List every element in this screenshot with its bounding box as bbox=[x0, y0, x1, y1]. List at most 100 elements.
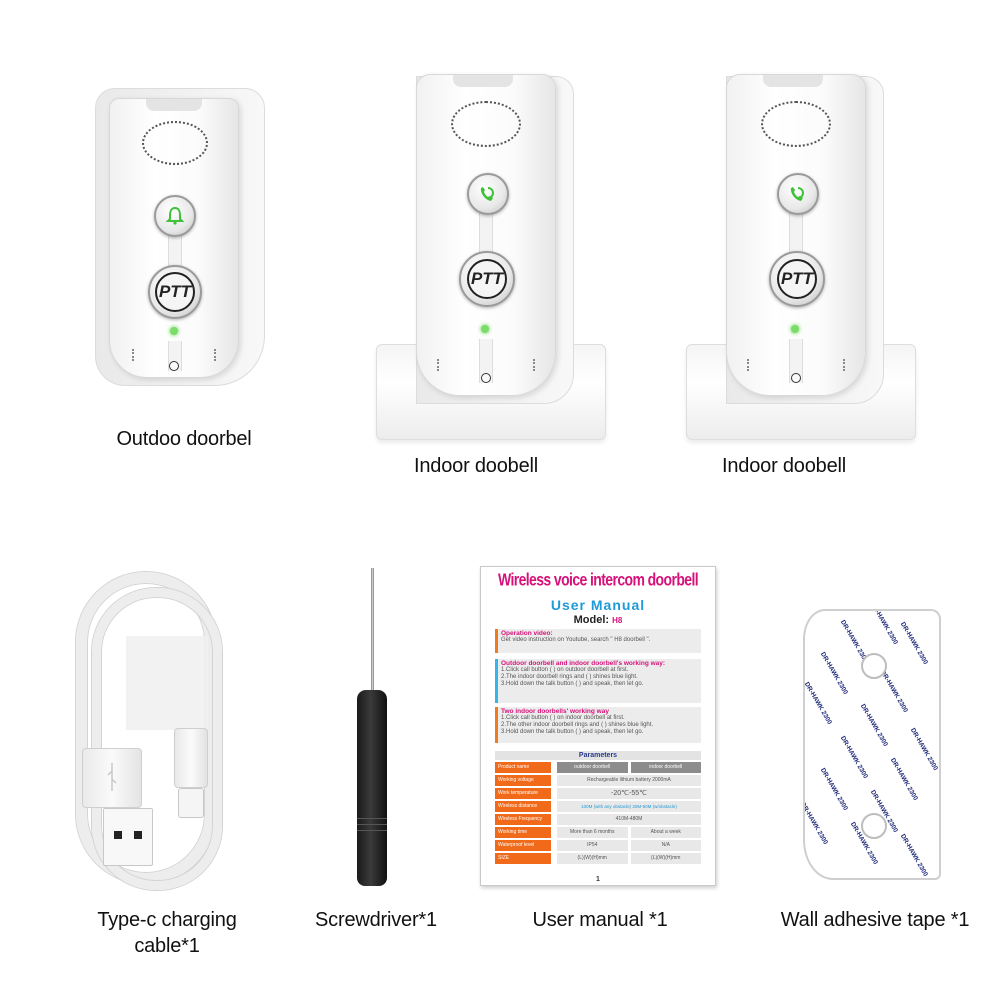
usb-a-connector bbox=[82, 748, 142, 808]
vent-dots bbox=[533, 359, 537, 371]
manual-section-indoor: Two indoor doorbells' working way 1.Clic… bbox=[495, 707, 701, 743]
param-key: Waterproof level bbox=[495, 840, 551, 851]
usb-hole bbox=[134, 831, 142, 839]
manual-section-video: Operation video: Get video instruction o… bbox=[495, 629, 701, 653]
label-line-2: cable*1 bbox=[134, 935, 200, 957]
param-value: 100M (with any obstacle) 20M-50M (w/obst… bbox=[557, 801, 701, 812]
manual-section-outdoor: Outdoor doorbell and indoor doorbell's w… bbox=[495, 659, 701, 703]
screwdriver-shaft bbox=[371, 568, 374, 696]
indoor-doorbell-2: PTT bbox=[686, 72, 916, 442]
cable-coil-inner bbox=[92, 588, 222, 890]
type-c-connector bbox=[174, 728, 208, 788]
tape-hole-top bbox=[861, 653, 887, 679]
param-key: SIZE bbox=[495, 853, 551, 864]
call-button[interactable] bbox=[467, 173, 509, 215]
label-line-1: Type-c charging bbox=[97, 909, 237, 931]
vent-dots bbox=[437, 359, 441, 371]
param-value: About a week bbox=[630, 827, 701, 838]
section-line: 2.The other indoor doorbell rings and ( … bbox=[501, 722, 654, 728]
label-user-manual: User manual *1 bbox=[532, 909, 668, 931]
tape-print: DR-HAWK 2300 bbox=[888, 757, 919, 802]
vent-dots bbox=[214, 349, 218, 361]
screwdriver-handle bbox=[357, 690, 387, 886]
section-heading: Two indoor doorbells' working way bbox=[501, 708, 609, 715]
call-button[interactable] bbox=[777, 173, 819, 215]
bell-icon bbox=[165, 206, 185, 225]
parameters-title: Parameters bbox=[495, 751, 701, 760]
usb-a-plug bbox=[103, 808, 153, 866]
vent-dots bbox=[747, 359, 751, 371]
param-value: N/A bbox=[630, 840, 701, 851]
grip-line bbox=[357, 824, 387, 825]
button-neck bbox=[789, 207, 803, 255]
tape-print: DR-HAWK 2300 bbox=[898, 621, 929, 666]
param-value: (L)(W)(H)mm bbox=[557, 853, 628, 864]
vent-dots bbox=[132, 349, 136, 361]
param-value: outdoor doorbell bbox=[557, 762, 628, 773]
label-indoor-doorbell-1: Indoor doobell bbox=[414, 455, 538, 477]
speaker-grill bbox=[142, 121, 208, 165]
usb-hole bbox=[114, 831, 122, 839]
param-key: Wireless distance bbox=[495, 801, 551, 812]
ptt-label: PTT bbox=[777, 259, 817, 299]
label-outdoor-doorbell: Outdoo doorbel bbox=[116, 428, 252, 450]
indoor-doorbell-face: PTT bbox=[726, 74, 866, 396]
cable-label-sleeve bbox=[126, 636, 208, 730]
grip-line bbox=[357, 818, 387, 819]
tape-print: DR-HAWK 2300 bbox=[818, 651, 849, 696]
tape-print: DR-HAWK 2300 bbox=[908, 727, 939, 772]
indoor-doorbell-1: PTT bbox=[376, 72, 606, 442]
section-heading: Operation video: bbox=[501, 630, 553, 637]
bell-button[interactable] bbox=[154, 195, 196, 237]
tape-print: DR-HAWK 2300 bbox=[878, 669, 909, 714]
ptt-button[interactable]: PTT bbox=[459, 251, 515, 307]
tape-print: DR-HAWK 2300 bbox=[898, 833, 929, 878]
status-led bbox=[791, 325, 799, 333]
outdoor-doorbell-face: PTT bbox=[109, 98, 239, 378]
label-screwdriver: Screwdriver*1 bbox=[315, 909, 437, 931]
param-key: Working voltage bbox=[495, 775, 551, 786]
tape-print: DR-HAWK 2300 bbox=[858, 703, 889, 748]
param-value: IP54 bbox=[557, 840, 628, 851]
ptt-label: PTT bbox=[155, 272, 195, 312]
section-line: 3.Hold down the talk button ( ) and spea… bbox=[501, 681, 644, 687]
charge-strip bbox=[479, 339, 493, 383]
ptt-label: PTT bbox=[467, 259, 507, 299]
param-value: -20℃-55℃ bbox=[557, 788, 701, 799]
speaker-grill bbox=[761, 101, 831, 147]
param-value: 410M-480M bbox=[557, 814, 701, 825]
adhesive-tape: DR-HAWK 2300 DR-HAWK 2300 DR-HAWK 2300 D… bbox=[803, 609, 941, 880]
tape-print: DR-HAWK 2300 bbox=[868, 609, 899, 646]
status-led bbox=[481, 325, 489, 333]
label-indoor-doorbell-2: Indoor doobell bbox=[722, 455, 846, 477]
ptt-button[interactable]: PTT bbox=[769, 251, 825, 307]
indoor-doorbell-face: PTT bbox=[416, 74, 556, 396]
mic-slot bbox=[146, 99, 202, 111]
tape-hole-bottom bbox=[861, 813, 887, 839]
label-type-c-cable: Type-c charging cable*1 bbox=[72, 907, 262, 959]
tape-print: DR-HAWK 2300 bbox=[838, 735, 869, 780]
param-value: Rechargeable lithium battery 2000mA bbox=[557, 775, 701, 786]
section-line: 3.Hold down the talk button ( ) and spea… bbox=[501, 729, 644, 735]
outdoor-doorbell: PTT bbox=[95, 88, 265, 388]
model-value: H8 bbox=[612, 616, 623, 625]
label-adhesive-tape: Wall adhesive tape *1 bbox=[780, 909, 970, 931]
tape-print: DR-HAWK 2300 bbox=[818, 767, 849, 812]
charge-strip bbox=[789, 339, 803, 383]
vent-dots bbox=[843, 359, 847, 371]
param-key: Wireless Frequency bbox=[495, 814, 551, 825]
section-heading: Outdoor doorbell and indoor doorbell's w… bbox=[501, 660, 666, 667]
param-key: Work temperature bbox=[495, 788, 551, 799]
ptt-button[interactable]: PTT bbox=[148, 265, 202, 319]
button-neck bbox=[479, 207, 493, 255]
charge-port-icon bbox=[481, 373, 491, 383]
tape-print: DR-HAWK 2300 bbox=[803, 801, 829, 846]
param-key: Product name bbox=[495, 762, 551, 773]
grip-line bbox=[357, 830, 387, 831]
manual-title: Wireless voice intercom doorbell bbox=[497, 569, 699, 589]
manual-page-number: 1 bbox=[596, 876, 600, 883]
param-row: SIZE(L)(W)(H)mm(L)(W)(H)mm bbox=[495, 853, 701, 864]
